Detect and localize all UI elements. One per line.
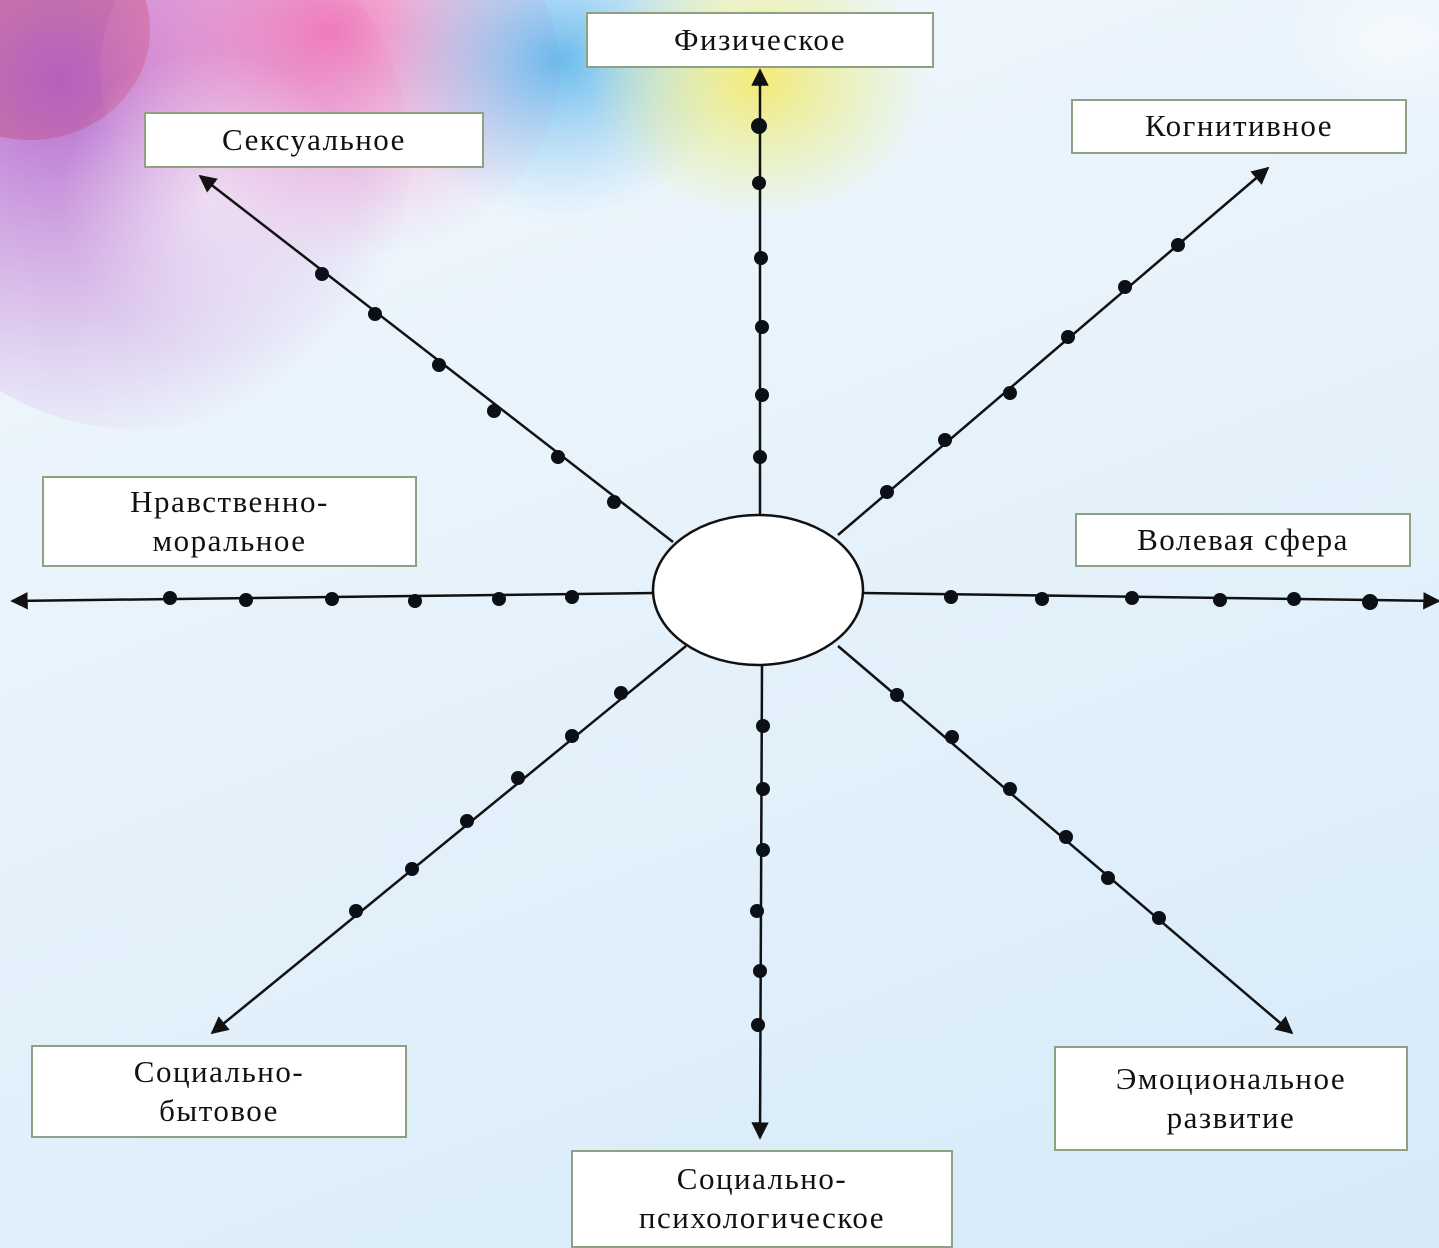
label-social-psych-line1: Социально-	[676, 1161, 848, 1197]
decor-blob-faint	[1280, 0, 1439, 120]
label-emotional-line2: развитие	[1166, 1099, 1296, 1135]
label-social-household-line1: Социально-	[133, 1053, 305, 1089]
label-emotional-line1: Эмоциональное	[1115, 1060, 1347, 1096]
axis-dot-social-household-1	[614, 686, 628, 700]
label-moral-line2: моральное	[152, 522, 307, 558]
axis-dot-cognitive-5	[1118, 280, 1132, 294]
axis-dot-volitional-6	[1362, 594, 1378, 610]
axis-dot-volitional-5	[1287, 592, 1301, 606]
axis-dot-emotional-3	[1003, 782, 1017, 796]
label-box-physical: Физическое	[586, 12, 934, 68]
axis-dot-moral-6	[163, 591, 177, 605]
axis-dot-emotional-2	[945, 730, 959, 744]
axis-dot-cognitive-2	[938, 433, 952, 447]
axis-dot-moral-5	[239, 593, 253, 607]
label-social-household-line2: бытовое	[159, 1092, 279, 1128]
axis-dot-physical-4	[754, 251, 768, 265]
axis-arrow-cognitive	[837, 166, 1270, 536]
axis-arrow-social-psych	[751, 665, 769, 1140]
axis-dot-moral-4	[325, 592, 339, 606]
axis-dot-social-household-2	[565, 729, 579, 743]
axis-dot-sexual-3	[487, 404, 501, 418]
label-physical: Физическое	[674, 21, 846, 57]
label-box-social-household: Социально- бытовое	[31, 1045, 407, 1138]
axis-dot-emotional-4	[1059, 830, 1073, 844]
label-box-social-psych: Социально- психологическое	[571, 1150, 953, 1248]
axis-dot-social-psych-4	[750, 904, 764, 918]
axis-dot-physical-5	[752, 176, 766, 190]
axis-dot-physical-2	[755, 388, 769, 402]
axis-dot-volitional-2	[1035, 592, 1049, 606]
axis-dot-social-household-3	[511, 771, 525, 785]
label-box-volitional: Волевая сфера	[1075, 513, 1411, 567]
axis-dot-emotional-5	[1101, 871, 1115, 885]
axes-layer	[10, 68, 1439, 1140]
label-sexual: Сексуальное	[222, 121, 406, 157]
axis-dot-sexual-6	[315, 267, 329, 281]
axis-dot-moral-3	[408, 594, 422, 608]
label-box-emotional: Эмоциональное развитие	[1054, 1046, 1408, 1151]
axis-dot-physical-3	[755, 320, 769, 334]
axis-dot-sexual-4	[432, 358, 446, 372]
axis-dot-social-household-6	[349, 904, 363, 918]
label-box-sexual: Сексуальное	[144, 112, 484, 168]
axis-dot-cognitive-6	[1171, 238, 1185, 252]
axis-dot-moral-1	[565, 590, 579, 604]
axis-dot-volitional-4	[1213, 593, 1227, 607]
axis-dot-cognitive-1	[880, 485, 894, 499]
label-box-moral: Нравственно- моральное	[42, 476, 417, 567]
axis-dot-social-psych-2	[756, 782, 770, 796]
axis-dot-sexual-2	[551, 450, 565, 464]
axis-dot-moral-2	[492, 592, 506, 606]
axis-dot-social-psych-1	[756, 719, 770, 733]
label-cognitive: Когнитивное	[1144, 108, 1334, 144]
axis-arrow-volitional	[861, 591, 1439, 610]
axis-dot-cognitive-3	[1003, 386, 1017, 400]
axis-dot-social-psych-6	[751, 1018, 765, 1032]
axis-dot-emotional-6	[1152, 911, 1166, 925]
axis-dot-emotional-1	[890, 688, 904, 702]
axis-dot-physical-6	[751, 118, 767, 134]
axis-dot-social-psych-3	[756, 843, 770, 857]
label-moral-line1: Нравственно-	[130, 483, 329, 519]
axis-arrow-social-household	[210, 645, 687, 1035]
axis-dot-cognitive-4	[1061, 330, 1075, 344]
axis-dot-volitional-3	[1125, 591, 1139, 605]
axis-dot-social-household-5	[405, 862, 419, 876]
axis-dot-social-psych-5	[753, 964, 767, 978]
label-box-cognitive: Когнитивное	[1071, 99, 1407, 154]
label-social-psych-line2: психологическое	[638, 1200, 886, 1235]
axis-dot-sexual-5	[368, 307, 382, 321]
axis-dot-sexual-1	[607, 495, 621, 509]
axis-dot-volitional-1	[944, 590, 958, 604]
axis-dot-physical-1	[753, 450, 767, 464]
center-ellipse	[651, 513, 865, 667]
axis-dot-social-household-4	[460, 814, 474, 828]
label-volitional: Волевая сфера	[1137, 521, 1349, 557]
